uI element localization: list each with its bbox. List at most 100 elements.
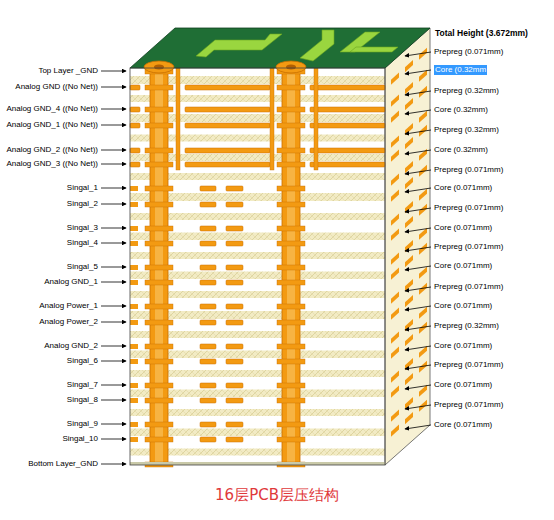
copper-trace <box>200 202 216 207</box>
copper-trace <box>200 186 216 191</box>
leader-arrow <box>405 405 431 409</box>
copper-trace <box>226 241 243 246</box>
leader-arrow <box>101 400 126 401</box>
copper-trace <box>226 437 243 442</box>
layer-name: Analog GND_1 ((No Net)) <box>6 120 98 130</box>
copper-trace <box>200 383 216 388</box>
top-face <box>130 28 430 68</box>
leader-arrow <box>405 70 431 74</box>
leader-arrow <box>101 228 126 229</box>
leader-arrow <box>101 385 126 386</box>
top-trace <box>350 47 398 52</box>
side-copper <box>405 373 413 385</box>
via-pad <box>277 383 305 388</box>
side-copper <box>391 410 399 422</box>
copper-edge <box>130 422 138 427</box>
copper-plane <box>185 107 270 112</box>
copper-trace <box>226 186 243 191</box>
copper-trace <box>200 320 216 325</box>
via-pad <box>145 123 173 128</box>
leader-arrow <box>101 282 126 283</box>
dielectric-spec: Prepreg (0.071mm) <box>434 360 503 370</box>
side-copper <box>391 150 399 162</box>
leader-arrow <box>405 385 431 389</box>
leader-arrow <box>405 130 431 134</box>
leader-arrow <box>101 346 126 347</box>
side-copper <box>391 174 399 186</box>
via-pad <box>145 344 173 349</box>
side-copper <box>419 111 427 123</box>
dielectric-spec: Prepreg (0.071mm) <box>434 203 503 213</box>
layer-name: Singal_1 <box>67 183 98 193</box>
leader-arrow <box>405 188 431 192</box>
side-copper <box>391 190 399 202</box>
copper-edge <box>130 344 138 349</box>
dielectric-spec: Core (0.071mm) <box>434 183 492 193</box>
copper-trace <box>226 344 243 349</box>
layer-name: Singal_4 <box>67 238 98 248</box>
copper-trace <box>200 344 216 349</box>
via-pad <box>145 202 173 207</box>
via-pad <box>145 383 173 388</box>
copper-plane <box>185 123 270 128</box>
via-pad <box>145 422 173 427</box>
layer-name: Bottom Layer_GND <box>28 459 98 469</box>
top-trace <box>196 34 282 57</box>
copper-plane <box>130 123 140 128</box>
leader-arrow <box>405 287 431 291</box>
via-pad <box>145 280 173 285</box>
side-copper <box>405 98 413 110</box>
side-copper <box>391 425 399 437</box>
total-height: Total Height (3.672mm) <box>435 28 528 38</box>
leader-arrow <box>101 164 126 165</box>
leader-arrow <box>101 361 126 362</box>
via-pad <box>277 186 305 191</box>
via-pad <box>277 123 305 128</box>
copper-edge <box>130 202 138 207</box>
side-copper <box>391 253 399 265</box>
via-pad <box>277 107 305 112</box>
copper-trace <box>200 437 216 442</box>
leader-arrow <box>101 306 126 307</box>
copper-plane <box>310 162 385 167</box>
side-copper <box>391 268 399 280</box>
leader-arrow <box>101 71 126 72</box>
copper-edge <box>130 437 138 442</box>
via-pad <box>145 320 173 325</box>
side-copper <box>405 137 413 149</box>
side-copper <box>391 347 399 359</box>
layer-name: Singal_5 <box>67 262 98 272</box>
via-top-pad <box>276 61 306 73</box>
leader-arrow <box>405 346 431 350</box>
leader-arrow <box>405 170 431 174</box>
side-copper <box>391 111 399 123</box>
copper-edge <box>130 226 138 231</box>
via-pad <box>145 226 173 231</box>
dielectric-spec: Core (0.32mm) <box>434 145 488 155</box>
via-pad <box>145 148 173 153</box>
via-pad <box>145 186 173 191</box>
copper-plane <box>185 148 270 153</box>
leader-arrow <box>101 322 126 323</box>
via-pad <box>277 437 305 442</box>
via-pad <box>145 304 173 309</box>
layer-name: Singal_10 <box>62 434 98 444</box>
copper-edge <box>130 383 138 388</box>
leader-arrow <box>405 306 431 310</box>
dielectric-spec: Prepreg (0.071mm) <box>434 47 503 57</box>
copper-plane <box>185 85 270 90</box>
layer-name: Analog GND_2 ((No Net)) <box>6 145 98 155</box>
via-hole <box>154 65 164 70</box>
copper-trace <box>200 226 216 231</box>
leader-arrow <box>101 439 126 440</box>
dielectric-spec: Prepreg (0.071mm) <box>434 400 503 410</box>
via-pad <box>277 162 305 167</box>
copper-edge <box>130 359 138 364</box>
copper-trace <box>226 320 243 325</box>
copper-plane <box>130 85 140 90</box>
side-copper <box>405 412 413 424</box>
leader-arrow <box>405 208 431 212</box>
via-pad <box>145 85 173 90</box>
dielectric-spec: Core (0.071mm) <box>434 223 492 233</box>
copper-trace <box>200 280 216 285</box>
